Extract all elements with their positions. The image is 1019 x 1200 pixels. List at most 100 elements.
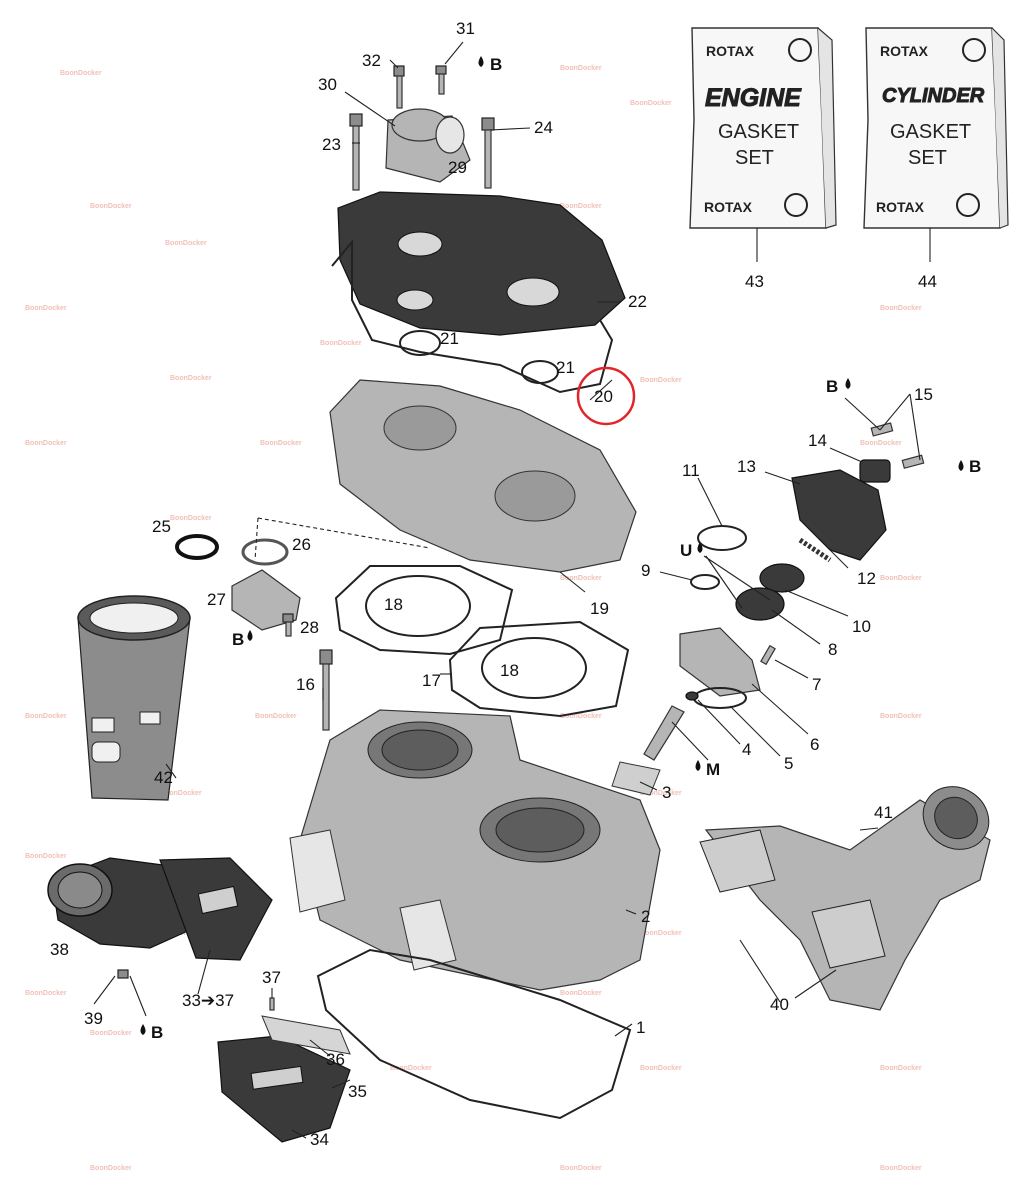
callout-number: 14 — [808, 431, 827, 450]
o-ring — [399, 330, 441, 356]
callout-number: 16 — [296, 675, 315, 694]
head-cover-gasket — [331, 239, 614, 394]
lube-markers: B B B U B M B — [140, 55, 981, 1042]
kit-brand: ROTAX — [704, 199, 753, 215]
drop-icon — [845, 378, 851, 389]
callout-number: 4 — [742, 740, 751, 759]
callout-number: 1 — [636, 1018, 645, 1037]
lube-mark: U — [680, 541, 692, 560]
callout-number: 9 — [641, 561, 650, 580]
watermark: BoonDocker — [560, 575, 602, 582]
watermark: BoonDocker — [560, 203, 602, 210]
lube-mark: M — [706, 760, 720, 779]
intake-manifold — [47, 857, 273, 979]
callout-number: 33➔37 — [182, 991, 234, 1010]
watermark: BoonDocker — [25, 853, 67, 860]
watermark: BoonDocker — [260, 440, 302, 447]
kit-brand: ROTAX — [706, 43, 755, 59]
watermark: BoonDocker — [880, 1065, 922, 1072]
watermark: BoonDocker — [165, 240, 207, 247]
brand-logo-icon — [788, 38, 812, 62]
o-ring — [175, 534, 219, 560]
watermark: BoonDocker — [25, 713, 67, 720]
stud-bolt — [319, 649, 333, 665]
callout-number: 11 — [682, 461, 700, 480]
callout-number: 2 — [641, 907, 650, 926]
small-bolt — [282, 613, 294, 623]
kit-line2: GASKET — [890, 121, 971, 143]
watermark: BoonDocker — [560, 990, 602, 997]
watermark: BoonDocker — [640, 790, 682, 797]
watermark: BoonDocker — [640, 377, 682, 384]
watermark: BoonDocker — [25, 305, 67, 312]
watermark: BoonDocker — [880, 713, 922, 720]
watermark: BoonDocker — [880, 305, 922, 312]
callout-number: 23 — [322, 135, 341, 154]
kit-line3: SET — [735, 147, 774, 169]
callout-number: 29 — [448, 158, 467, 177]
callout-number: 40 — [770, 995, 789, 1014]
kit-brand: ROTAX — [880, 43, 929, 59]
callout-number: 20 — [594, 387, 613, 406]
callout-number: 21 — [556, 358, 575, 377]
watermark: BoonDocker — [880, 1165, 922, 1172]
callout-number: 5 — [784, 754, 793, 773]
callout-number: 8 — [828, 640, 837, 659]
callout-number: 37 — [262, 968, 281, 987]
cylinder-gasket-set-card: ROTAX CYLINDER GASKET SET ROTAX — [863, 27, 1009, 262]
watermark: BoonDocker — [90, 1030, 132, 1037]
callout-number: 38 — [50, 940, 69, 959]
drop-icon — [140, 1024, 146, 1035]
combustion-ring — [481, 637, 587, 699]
brand-logo-icon — [784, 193, 808, 217]
callout-number: 39 — [84, 1009, 103, 1028]
kit-line1: CYLINDER — [882, 85, 985, 107]
kit-line2: GASKET — [718, 121, 799, 143]
watermark: BoonDocker — [560, 65, 602, 72]
watermark: BoonDocker — [25, 440, 67, 447]
cylinder-sleeve — [77, 595, 191, 801]
callout-number: 27 — [207, 590, 226, 609]
watermark: BoonDocker — [60, 70, 102, 77]
callout-number: 22 — [628, 292, 647, 311]
callout-number: 41 — [874, 803, 893, 822]
watermark: BoonDocker — [255, 713, 297, 720]
lube-mark: B — [151, 1023, 163, 1042]
rave-valve-assembly — [611, 422, 925, 796]
exhaust-manifold — [699, 786, 991, 1011]
watermark: BoonDocker — [320, 340, 362, 347]
brand-logo-icon — [956, 193, 980, 217]
callout-labels: 1 2 3 4 5 6 7 8 9 10 11 12 13 14 15 16 1… — [50, 19, 937, 1149]
callout-number: 21 — [440, 329, 459, 348]
callout-number: 17 — [422, 671, 441, 690]
callout-number: 6 — [810, 735, 819, 754]
lube-mark: B — [969, 457, 981, 476]
watermark: BoonDocker — [390, 1065, 432, 1072]
callout-number: 18 — [500, 661, 519, 680]
callout-number: 44 — [918, 272, 937, 291]
callout-number: 10 — [852, 617, 871, 636]
o-ring — [241, 538, 289, 566]
callout-number: 7 — [812, 675, 821, 694]
callout-number: 25 — [152, 517, 171, 536]
watermark: BoonDocker — [170, 515, 212, 522]
thermostat-housing — [385, 108, 471, 183]
callout-number: 35 — [348, 1082, 367, 1101]
callout-number: 31 — [456, 19, 475, 38]
callout-number: 15 — [914, 385, 933, 404]
cylinder-gasket — [334, 565, 514, 656]
o-ring — [521, 360, 559, 384]
brand-logo-icon — [962, 38, 986, 62]
watermark: BoonDocker — [640, 930, 682, 937]
leader-lines — [93, 41, 921, 1139]
cylinder-head-cover — [337, 191, 626, 336]
callout-number: 18 — [384, 595, 403, 614]
top-bolts — [349, 65, 495, 191]
drop-icon — [695, 760, 701, 771]
lube-mark: B — [826, 377, 838, 396]
highlight-circle — [576, 366, 636, 426]
drop-icon — [958, 460, 964, 471]
kit-line3: SET — [908, 147, 947, 169]
callout-number: 24 — [534, 118, 553, 137]
